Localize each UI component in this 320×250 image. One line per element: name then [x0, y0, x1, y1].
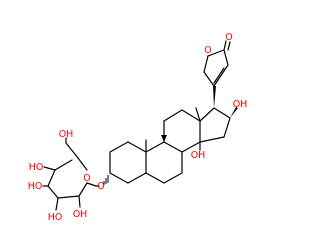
- butenolide-ring: [203, 40, 231, 108]
- hydroxyl-c2-label: OH: [73, 209, 88, 220]
- glycosidic-oxygen-label: O: [97, 181, 104, 192]
- sugar-ring: [42, 137, 97, 211]
- hydroxyl-c14-label: OH: [191, 150, 206, 161]
- steroid-ring-a: [109, 141, 147, 184]
- atom-labels: O O OH HO HO OH HO OH OH O O: [28, 32, 248, 223]
- steroid-ring-d: [199, 107, 231, 143]
- sugar-ring-oxygen-label: O: [83, 173, 90, 184]
- steroid-ring-b: [145, 141, 183, 184]
- hydroxyl-c3-label: HO: [28, 181, 43, 192]
- hydroxyl-c16-label: OH: [233, 99, 248, 110]
- lactone-oxygen-label: O: [204, 45, 211, 56]
- molecule-drawing: O O OH HO HO OH HO OH OH O O: [28, 32, 248, 223]
- hydroxyl-c6-label: OH: [59, 129, 74, 140]
- carbonyl-oxygen-label: O: [225, 32, 232, 43]
- hydroxyl-bonds: [199, 107, 238, 151]
- hydroxyl-c2b-label: HO: [48, 212, 63, 223]
- hydroxyl-c4-label: HO: [29, 162, 44, 173]
- structure-canvas: O O OH HO HO OH HO OH OH O O: [27, 32, 248, 223]
- angular-methyls: [145, 107, 201, 153]
- stereo-wedges: [161, 135, 167, 142]
- steroid-ring-c: [163, 109, 201, 153]
- glycosidic-bond: [95, 175, 109, 187]
